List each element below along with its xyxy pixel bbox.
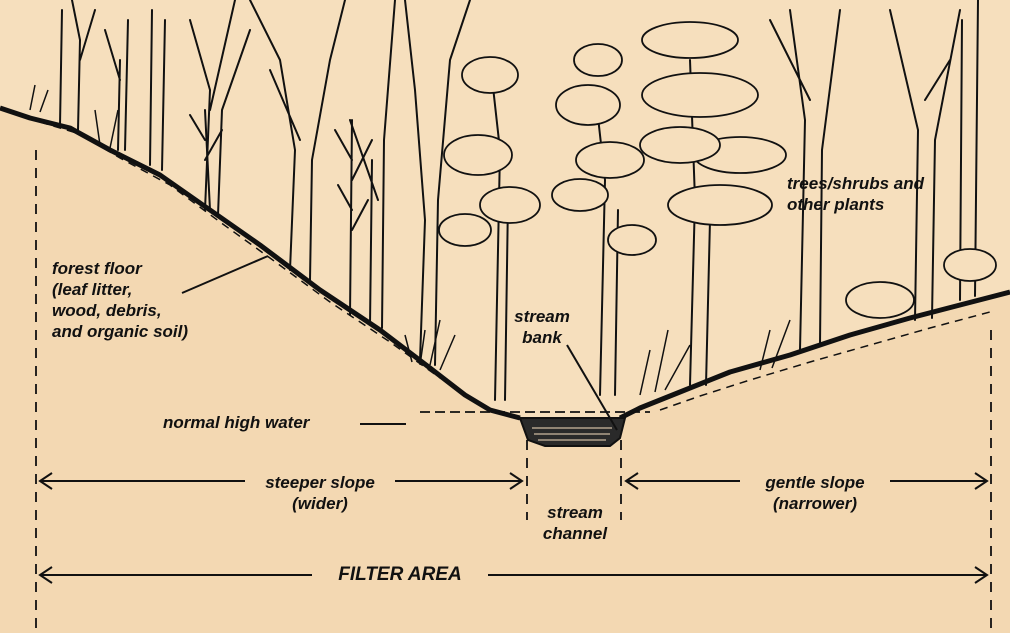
steeper-slope-label: steeper slope (wider) — [245, 472, 395, 514]
forest-floor-line4: and organic soil) — [52, 321, 188, 342]
trees-shrubs-label: trees/shrubs and other plants — [787, 173, 924, 215]
stream-channel-line2: channel — [530, 523, 620, 544]
stream-bank-line2: bank — [505, 327, 579, 348]
stream-channel-label: stream channel — [530, 502, 620, 544]
forest-floor-line1: forest floor — [52, 258, 188, 279]
forest-floor-label: forest floor (leaf litter, wood, debris,… — [52, 258, 188, 342]
gentle-slope-label: gentle slope (narrower) — [740, 472, 890, 514]
steeper-slope-line1: steeper slope — [245, 472, 395, 493]
gentle-slope-line1: gentle slope — [740, 472, 890, 493]
filter-area-text: FILTER AREA — [312, 564, 488, 585]
stream-channel-bed — [520, 418, 625, 446]
normal-high-water-label: normal high water — [163, 412, 309, 433]
trees-label-line1: trees/shrubs and — [787, 173, 924, 194]
steeper-slope-line2: (wider) — [245, 493, 395, 514]
forest-floor-line2: (leaf litter, — [52, 279, 188, 300]
stream-channel-line1: stream — [530, 502, 620, 523]
forest-floor-line3: wood, debris, — [52, 300, 188, 321]
stream-bank-line1: stream — [505, 306, 579, 327]
normal-high-water-text: normal high water — [163, 412, 309, 433]
gentle-slope-line2: (narrower) — [740, 493, 890, 514]
trees-label-line2: other plants — [787, 194, 924, 215]
stream-bank-label: stream bank — [505, 306, 579, 348]
filter-area-label: FILTER AREA — [312, 564, 488, 585]
tree-foliage — [439, 22, 996, 318]
